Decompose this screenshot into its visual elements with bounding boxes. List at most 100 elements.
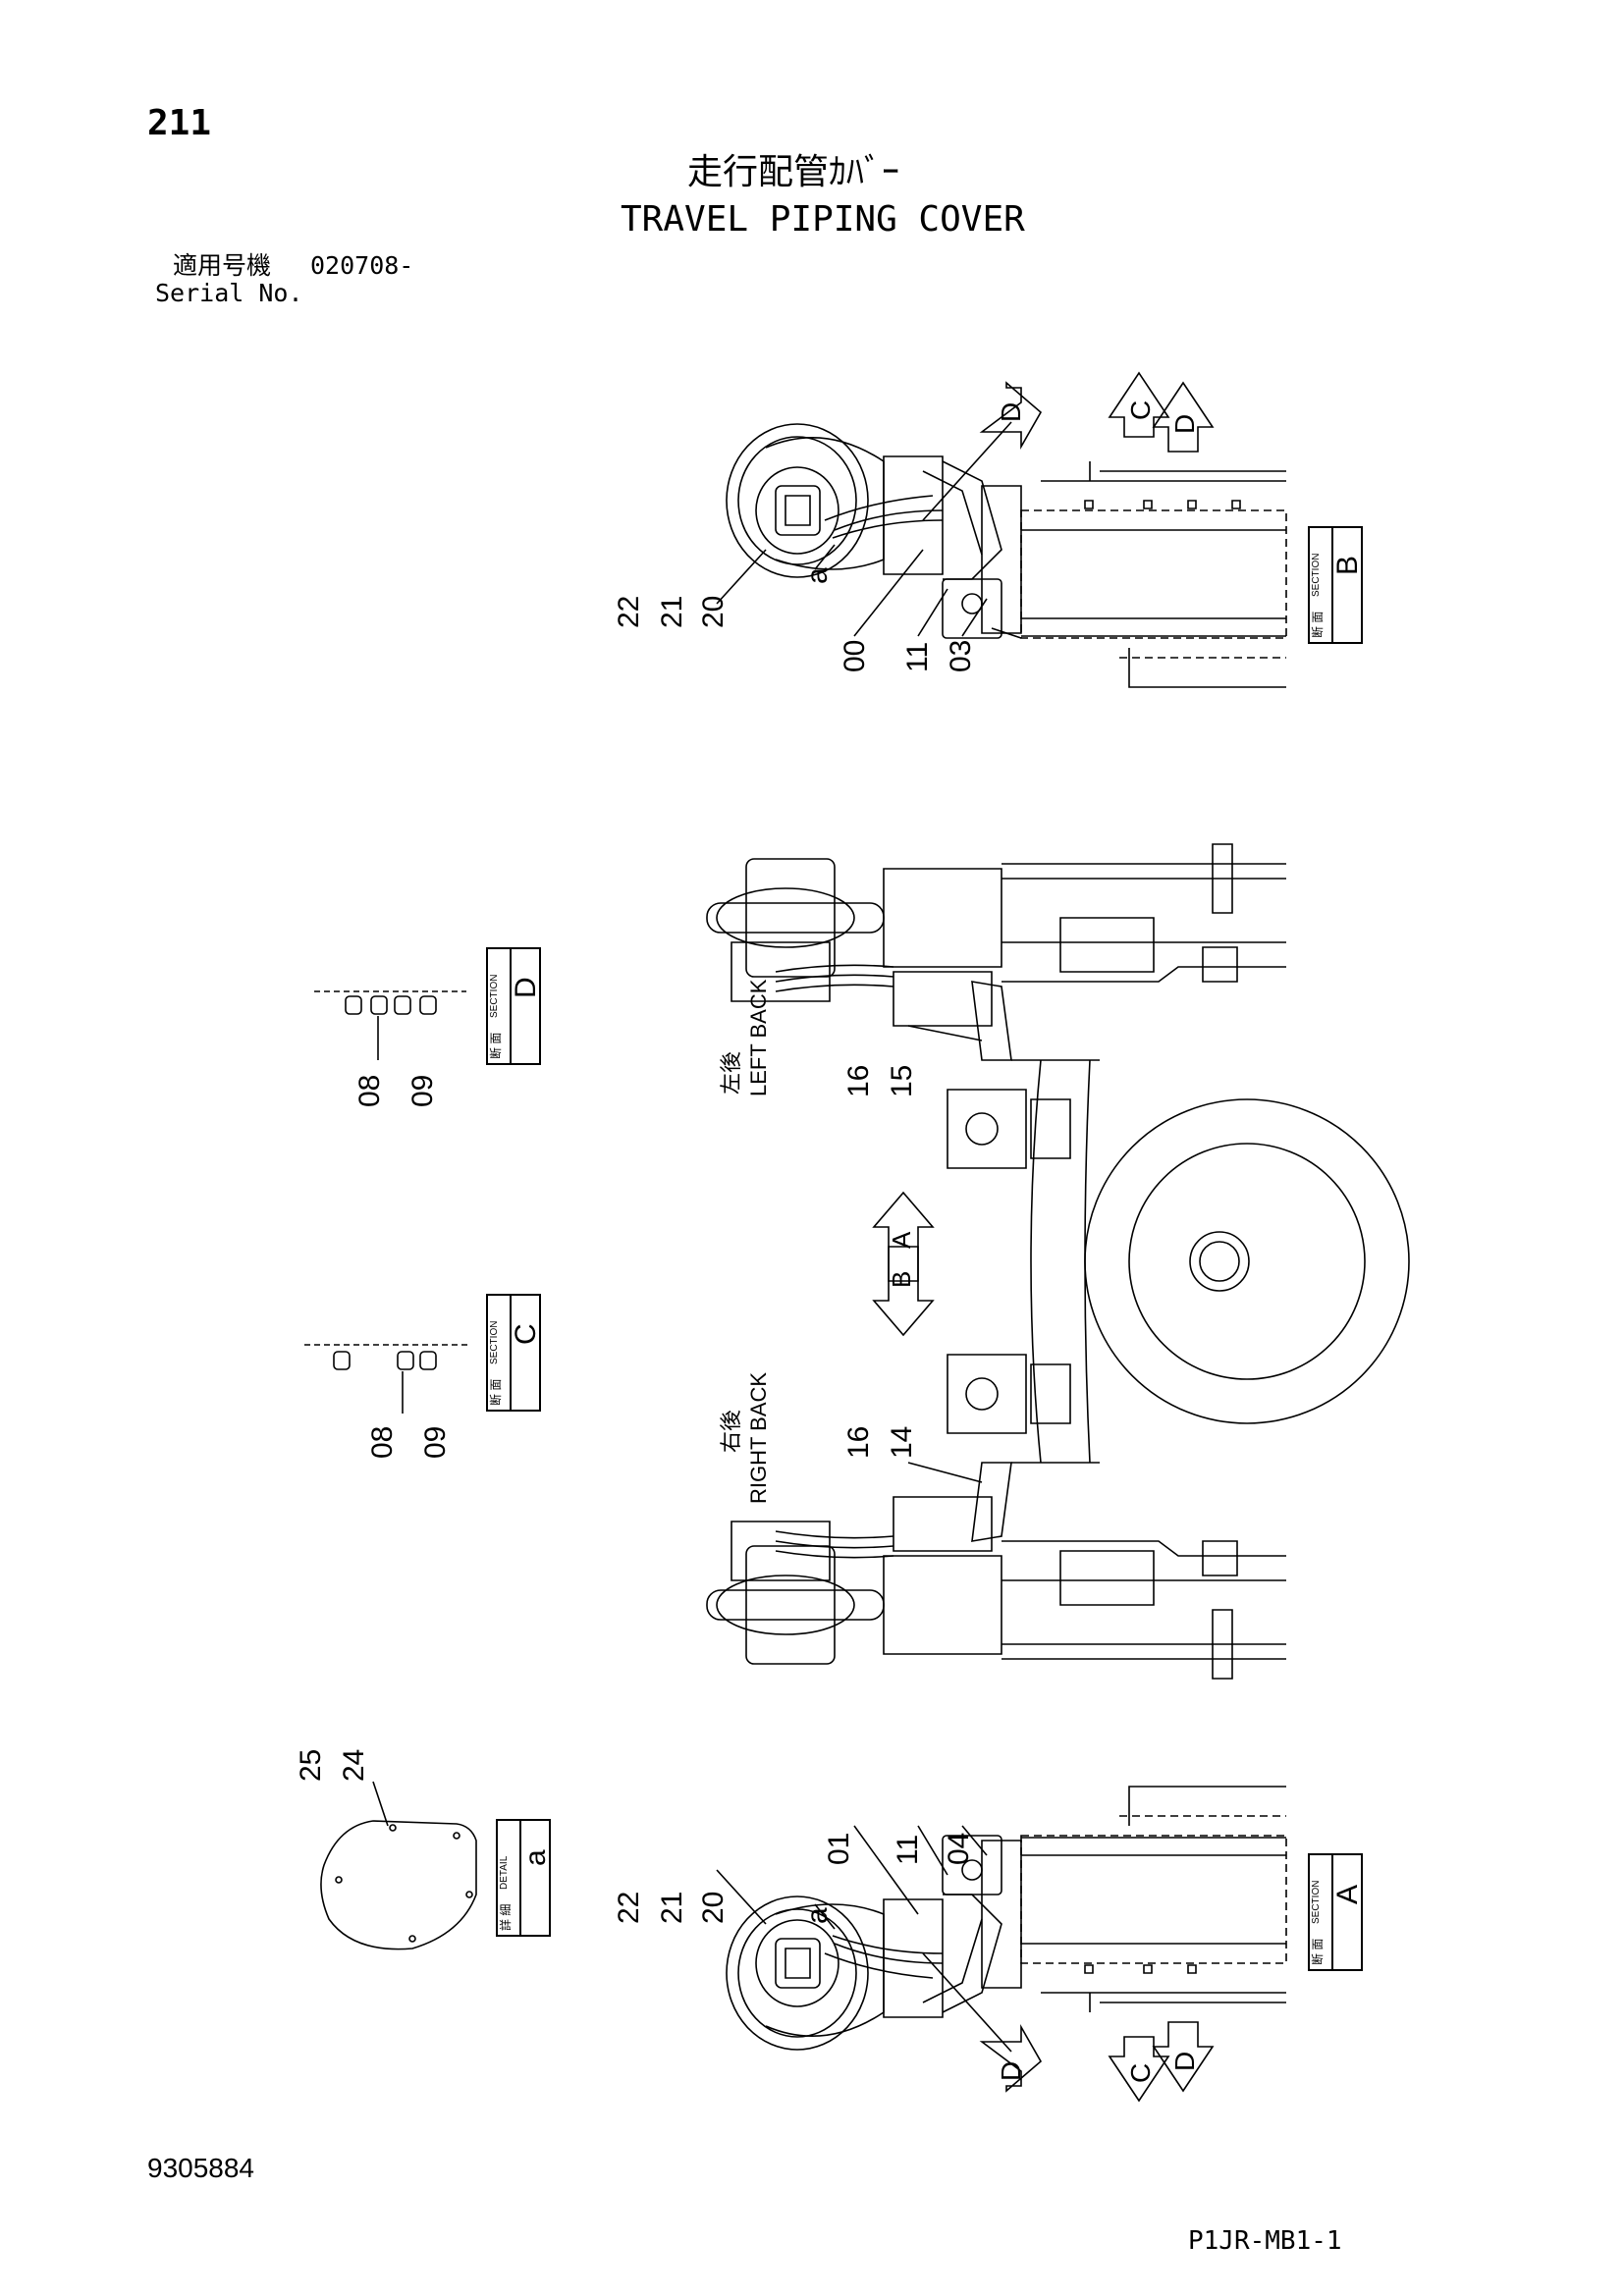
main-plan-drawing	[707, 844, 1409, 1679]
detail-label-en: DETAIL	[499, 1855, 510, 1890]
part-number: 09	[406, 1074, 439, 1107]
part-number: 16	[842, 1064, 875, 1097]
title-japanese: 走行配管ｶﾊﾞｰ	[687, 152, 900, 192]
serial-label-japanese: 適用号機	[173, 251, 272, 280]
callout-b-detail-a: a	[801, 567, 834, 584]
part-number: 00	[839, 639, 871, 672]
section-label-cell	[1310, 1855, 1333, 1969]
callout-left-back-16: 16	[842, 1064, 875, 1097]
detail-ref: a	[801, 567, 834, 584]
section-label-en: SECTION	[1311, 553, 1322, 597]
part-number: 21	[656, 595, 688, 628]
part-number: 21	[656, 1891, 688, 1924]
part-number: 08	[366, 1425, 399, 1459]
callout-a-22: 22	[613, 1891, 645, 1924]
part-number: 04	[943, 1832, 975, 1865]
left-back-label-en: LEFT BACK	[746, 979, 771, 1096]
left-back-label-jp: 左後	[719, 1050, 743, 1095]
page-number: 211	[147, 103, 212, 143]
detail-letter: a	[519, 1849, 552, 1866]
callout-b-03: 03	[945, 639, 977, 672]
detail-a-drawing	[321, 1782, 476, 1949]
section-label-cell	[1310, 528, 1333, 642]
part-number: 03	[945, 639, 977, 672]
part-number: 16	[842, 1425, 875, 1459]
callout-b-21: 21	[656, 595, 688, 628]
callout-c-08: 08	[366, 1425, 399, 1459]
callout-left-back-15: 15	[886, 1064, 918, 1097]
section-a-box: 断 面 SECTION A	[1308, 1853, 1364, 1971]
section-label-jp: 断 面	[1311, 1938, 1325, 1965]
section-label-jp: 断 面	[1311, 611, 1325, 638]
callout-b-00: 00	[839, 639, 871, 672]
section-b-box: 断 面 SECTION B	[1308, 526, 1364, 644]
part-number: 22	[613, 1891, 645, 1924]
part-number: 14	[886, 1425, 918, 1459]
callout-a-01: 01	[823, 1832, 855, 1865]
page-code: P1JR-MB1-1	[1188, 2226, 1342, 2256]
right-back-label-jp: 右後	[719, 1409, 743, 1453]
section-d-box: 断 面 SECTION D	[486, 947, 542, 1065]
part-number: 22	[613, 595, 645, 628]
section-c-box: 断 面 SECTION C	[486, 1294, 542, 1412]
detail-label-jp: 詳 細	[499, 1903, 513, 1931]
callout-detail-25: 25	[295, 1748, 327, 1782]
section-label-en: SECTION	[489, 974, 500, 1018]
section-label-en: SECTION	[489, 1320, 500, 1364]
callout-right-back-16: 16	[842, 1425, 875, 1459]
title-english: TRAVEL PIPING COVER	[621, 199, 1025, 240]
serial-label-english: Serial No.	[155, 279, 303, 307]
arrow-label-d: D	[1169, 2051, 1200, 2071]
arrow-label-c: C	[1125, 400, 1156, 420]
section-letter: D	[510, 977, 542, 998]
section-label-jp: 断 面	[489, 1378, 503, 1406]
part-number: 11	[892, 1834, 924, 1865]
part-number: 09	[419, 1425, 452, 1459]
drawing-number: 9305884	[147, 2153, 255, 2183]
section-label-cell	[488, 949, 512, 1063]
part-number: 08	[353, 1074, 386, 1107]
detail-label-cell	[498, 1821, 521, 1935]
part-number: 11	[901, 641, 934, 672]
section-letter: C	[510, 1323, 542, 1345]
section-b-drawing	[717, 373, 1286, 687]
part-number: 20	[697, 595, 730, 628]
section-c-drawing	[304, 1345, 471, 1414]
right-back-label-en: RIGHT BACK	[746, 1371, 771, 1504]
arrow-label-d: D	[996, 2060, 1026, 2081]
callout-d-08: 08	[353, 1074, 386, 1107]
arrow-label-d: D	[1169, 413, 1200, 434]
arrow-label-c: C	[1125, 2062, 1156, 2083]
section-letter: B	[1331, 555, 1364, 575]
serial-number-value: 020708-	[310, 251, 414, 280]
section-d-drawing	[314, 991, 466, 1060]
section-a-drawing	[717, 1787, 1286, 2101]
detail-a-box: 詳 細 DETAIL a	[496, 1819, 552, 1937]
part-number: 01	[823, 1832, 855, 1865]
part-number: 20	[697, 1891, 730, 1924]
callout-b-11: 11	[901, 641, 934, 672]
callout-a-11: 11	[892, 1834, 924, 1865]
section-letter: A	[1331, 1884, 1364, 1904]
section-label-jp: 断 面	[489, 1032, 503, 1059]
callout-a-21: 21	[656, 1891, 688, 1924]
callout-b-20: 20	[697, 595, 730, 628]
part-number: 25	[295, 1748, 327, 1782]
part-number: 15	[886, 1064, 918, 1097]
arrow-label-b: B	[887, 1270, 916, 1288]
callout-c-09: 09	[419, 1425, 452, 1459]
arrow-label-a: A	[887, 1231, 916, 1249]
callout-a-04: 04	[943, 1832, 975, 1865]
callout-a-20: 20	[697, 1891, 730, 1924]
section-label-en: SECTION	[1311, 1880, 1322, 1924]
callout-detail-24: 24	[338, 1748, 370, 1782]
callout-right-back-14: 14	[886, 1425, 918, 1459]
section-label-cell	[488, 1296, 512, 1410]
arrow-label-d: D	[996, 401, 1026, 422]
callout-a-detail-a: a	[801, 1907, 834, 1924]
callout-b-22-21-20: 22	[613, 595, 645, 628]
detail-ref: a	[801, 1907, 834, 1924]
part-number: 24	[338, 1748, 370, 1782]
